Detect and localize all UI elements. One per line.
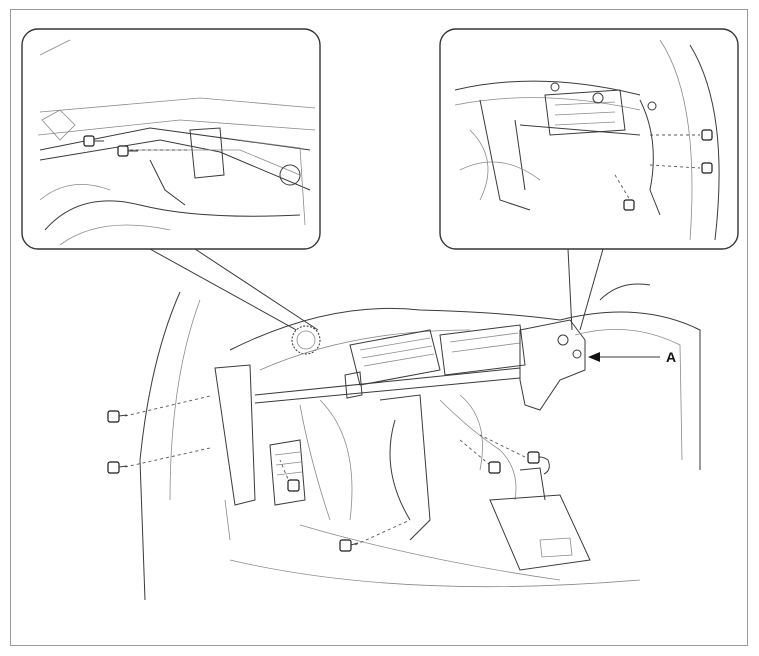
bolt-icon: [623, 199, 635, 211]
bolt-icon: [107, 461, 128, 474]
bolt-icon: [488, 461, 501, 474]
detail-inset-right: [439, 28, 739, 250]
bolt-icon: [107, 410, 128, 423]
callout-label-a: A: [666, 349, 677, 365]
bolt-icon: [701, 162, 713, 174]
bolt-icon: [701, 129, 713, 141]
bolt-icon: [287, 479, 300, 492]
bolt-icon: [117, 145, 138, 157]
bolt-icon: [527, 451, 540, 464]
detail-circle-icon: [291, 325, 321, 355]
figure-border: [10, 9, 748, 646]
bolt-icon: [83, 135, 104, 147]
main-vehicle-view: [107, 283, 701, 601]
detail-inset-left: [21, 28, 321, 250]
bolt-icon: [339, 539, 359, 552]
